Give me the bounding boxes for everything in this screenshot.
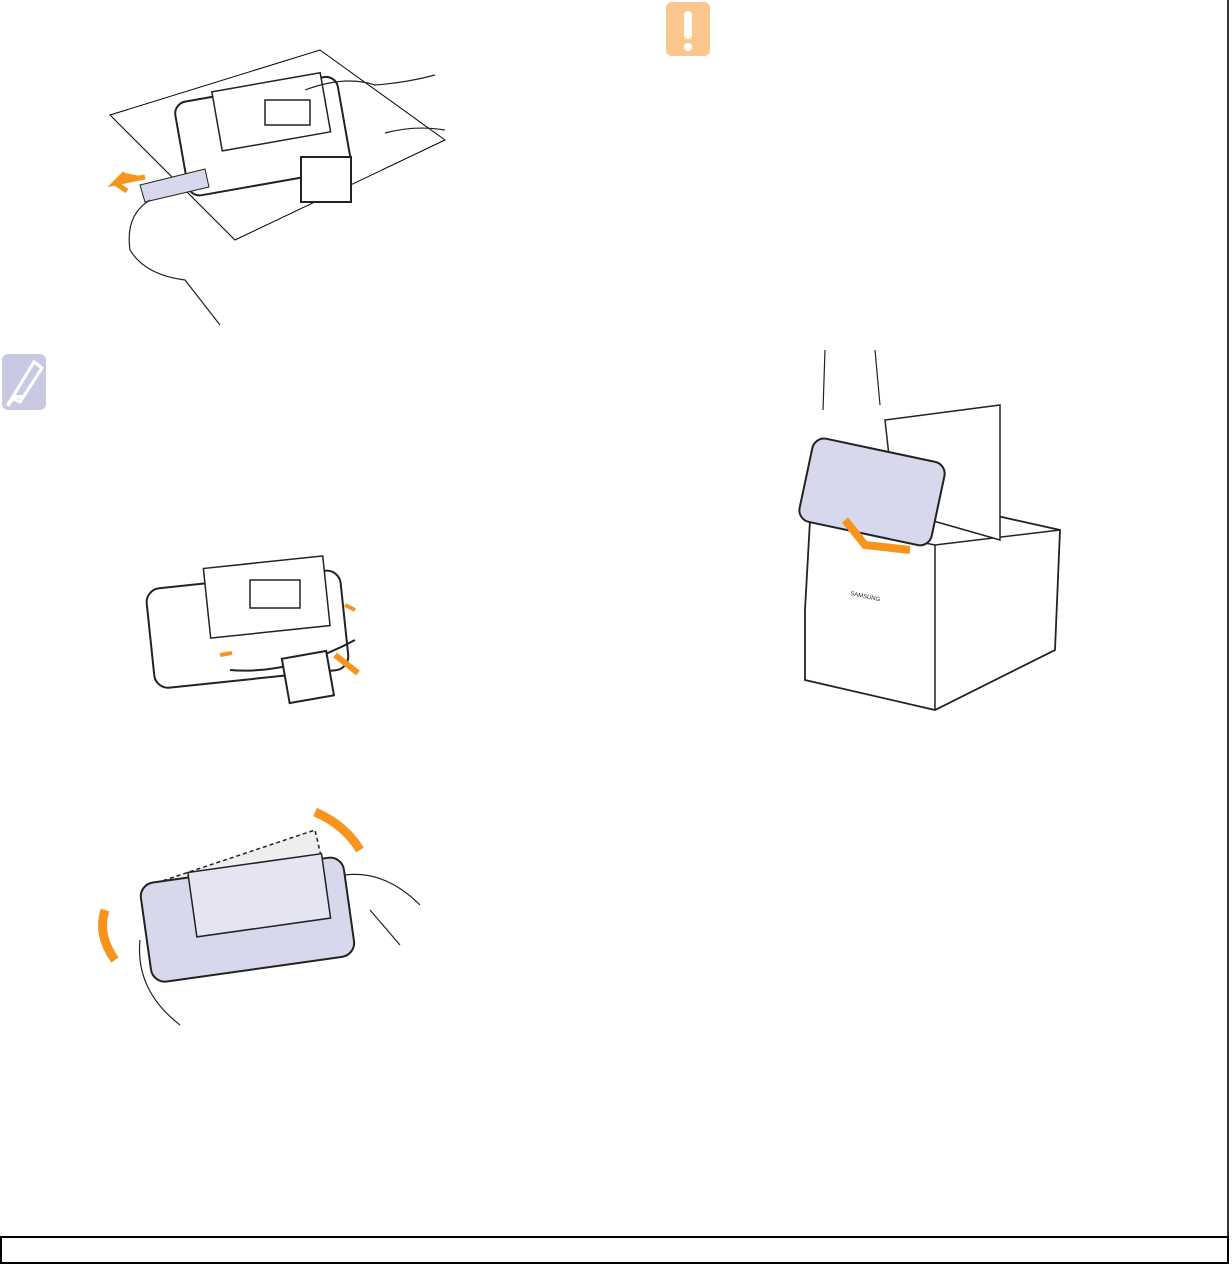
illustration-remove-sealing-tape [107,49,446,326]
caution-exclamation-icon [666,2,710,56]
illustration-remove-packing-material [145,555,360,705]
illustration-rock-cartridge [98,807,421,1026]
illustration-insert-cartridge-into-printer: SAMSUNG [798,349,1061,711]
note-pencil-icon [2,354,46,410]
page-edge-bar [1227,0,1229,1236]
footer-box [0,1236,1229,1264]
